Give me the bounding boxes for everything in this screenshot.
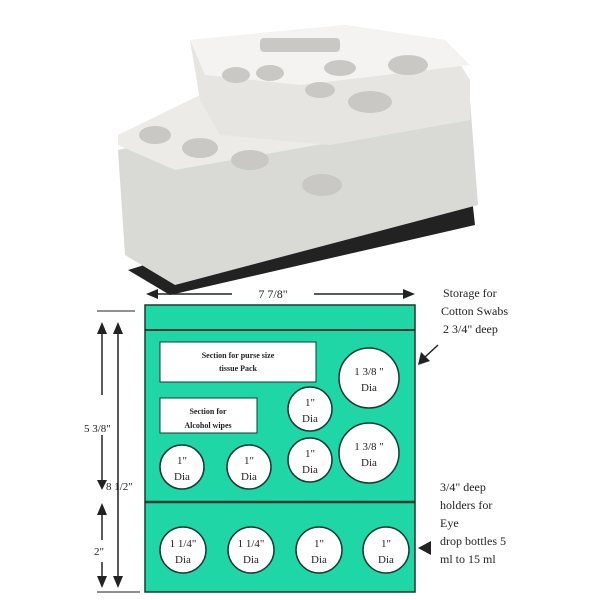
hole-unit-label: Dia (361, 457, 377, 469)
hole-unit-label: Dia (241, 471, 257, 483)
hole-size-label: 1 1/4" (238, 538, 265, 550)
note-eye-drops: 3/4" deep (440, 480, 486, 494)
dimension-diagram: Section for purse size tissue Pack Secti… (84, 286, 508, 593)
hole (159, 444, 205, 490)
height-upper-label: 5 3/8" (84, 423, 111, 435)
hole-size-label: 1" (177, 455, 187, 467)
hole (226, 444, 272, 490)
hole-unit-label: Dia (243, 554, 259, 566)
pointer-arrow-icon (418, 541, 431, 555)
hole (227, 526, 275, 574)
width-label: 7 7/8" (258, 287, 287, 301)
arrow-down-icon (97, 576, 107, 588)
note-cotton-swabs: Storage for (443, 286, 497, 300)
hole (362, 526, 410, 574)
pointer-arrow-icon (418, 352, 430, 365)
hole-size-label: 1" (244, 455, 254, 467)
alcohol-section-label: Alcohol wipes (184, 421, 231, 430)
arrow-up-icon (113, 322, 123, 334)
hole-unit-label: Dia (175, 554, 191, 566)
note-eye-drops: Eye (440, 516, 459, 530)
hole-unit-label: Dia (302, 413, 318, 425)
note-eye-drops: holders for (440, 498, 492, 512)
alcohol-wipes-section (159, 397, 258, 434)
note-cotton-swabs: 2 3/4" deep (443, 322, 498, 336)
arrow-down-icon (97, 480, 107, 490)
hole (287, 386, 333, 432)
hole-size-label: 1 1/4" (170, 538, 197, 550)
hole-unit-label: Dia (378, 554, 394, 566)
arrow-left-icon (146, 289, 158, 299)
alcohol-section-label: Section for (189, 407, 227, 416)
hole-size-label: 1" (305, 397, 315, 409)
arrow-right-icon (403, 289, 415, 299)
hole-unit-label: Dia (311, 554, 327, 566)
hole (338, 422, 400, 484)
hole (295, 526, 343, 574)
purse-section-label: Section for purse size (202, 351, 275, 360)
note-cotton-swabs: Cotton Swabs (441, 304, 508, 318)
hole-size-label: 1" (314, 538, 324, 550)
hole-unit-label: Dia (174, 471, 190, 483)
hole (159, 526, 207, 574)
hole-unit-label: Dia (361, 382, 377, 394)
purse-tissue-section (159, 341, 317, 383)
arrow-up-icon (97, 322, 107, 334)
hole (287, 437, 333, 483)
height-lower-label: 2" (94, 546, 104, 558)
tray-photo (118, 25, 478, 295)
note-eye-drops: ml to 15 ml (440, 552, 496, 566)
note-eye-drops: drop bottles 5 (440, 534, 506, 548)
hole-unit-label: Dia (302, 464, 318, 476)
hole (338, 347, 400, 409)
hole-size-label: 1 3/8 " (354, 441, 384, 453)
purse-section-label: tissue Pack (219, 364, 258, 373)
hole-size-label: 1" (381, 538, 391, 550)
hole-size-label: 1" (305, 448, 315, 460)
arrow-down-icon (113, 576, 123, 588)
hole-size-label: 1 3/8 " (354, 366, 384, 378)
arrow-up-icon (97, 503, 107, 515)
height-total-label: 8 1/2" (106, 481, 133, 493)
